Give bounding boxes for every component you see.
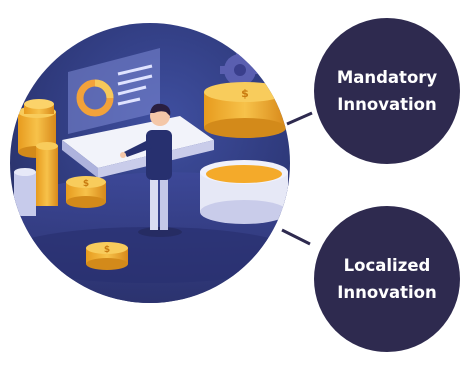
illustration-circle: $ $ $ — [10, 23, 290, 303]
dollar-coin-icon: $ — [86, 242, 128, 270]
connector-top — [286, 111, 313, 126]
coin-stack-icon: $ — [204, 82, 286, 138]
person-icon — [120, 103, 182, 237]
coin-stack-icon — [14, 99, 58, 216]
node-mandatory-innovation: Mandatory Innovation — [314, 18, 460, 164]
dollar-coin-icon: $ — [66, 176, 106, 208]
svg-text:$: $ — [83, 179, 89, 189]
node-localized-innovation: Localized Innovation — [314, 206, 460, 352]
svg-text:$: $ — [241, 87, 249, 100]
dashboard-screen-icon — [68, 48, 160, 134]
coin-container — [200, 160, 288, 224]
svg-text:$: $ — [104, 245, 110, 255]
node-label: Localized Innovation — [337, 256, 437, 302]
connector-bottom — [281, 228, 311, 246]
node-label: Mandatory Innovation — [336, 68, 438, 114]
